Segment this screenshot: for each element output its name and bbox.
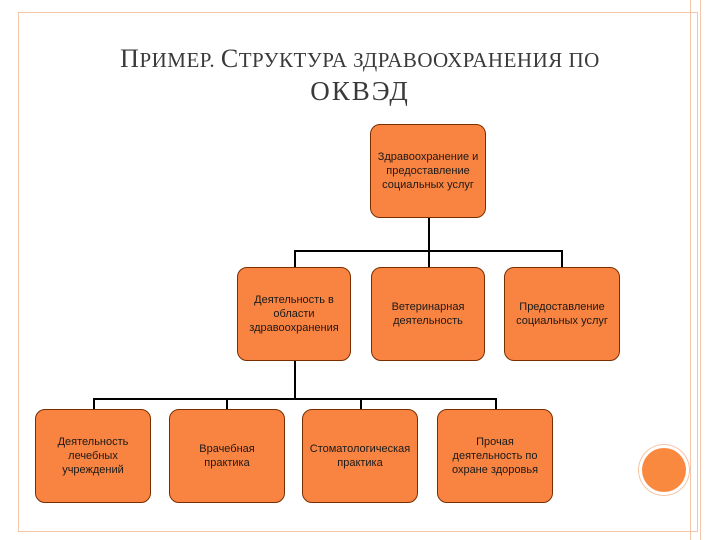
decor-circle [642,448,686,492]
connector-level3-bus [93,398,497,400]
node-root: Здравоохранение и предоставление социаль… [370,124,486,218]
decor-line-right-2 [700,0,701,540]
node-social-services: Предоставление социальных услуг [504,267,620,361]
connector-to-dental [360,398,362,410]
title-part-2: ТРУКТУРА ЗДРАВООХРАНЕНИЯ ПО [238,48,600,72]
decor-line-right-1 [690,0,691,540]
node-other-health: Прочая деятельность по охране здоровья [437,409,553,503]
node-veterinary: Ветеринарная деятельность [371,267,485,361]
title-cap-2: С [220,44,239,73]
connector-to-other [495,398,497,410]
connector-to-clinics [93,398,95,410]
slide-frame [18,12,698,532]
connector-to-medical [226,398,228,410]
slide-title-line1: ПРИМЕР. СТРУКТУРА ЗДРАВООХРАНЕНИЯ ПО [0,44,720,74]
node-health-activity: Деятельность в области здравоохранения [237,267,351,361]
node-medical-institutions: Деятельность лечебных учреждений [35,409,151,503]
connector-to-vet [428,250,430,268]
title-part-1: РИМЕР. [139,48,216,72]
node-dental-practice: Стоматологическая практика [302,409,418,503]
connector-health-down [294,360,296,398]
connector-to-health [294,250,296,268]
title-cap-1: П [120,44,140,73]
connector-root-down [428,216,430,250]
connector-to-social [561,250,563,268]
node-medical-practice: Врачебная практика [169,409,285,503]
slide-title-line2: ОКВЭД [310,76,410,106]
